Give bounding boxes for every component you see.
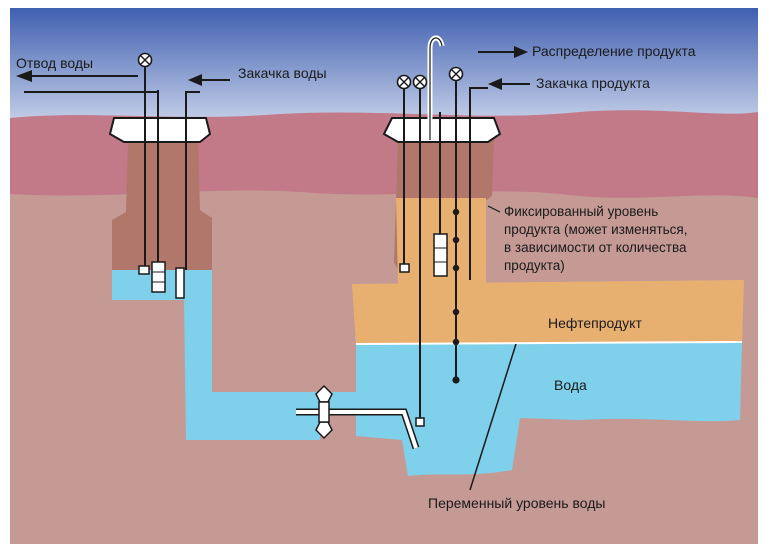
variable-level-leader — [469, 343, 517, 491]
left-pump — [151, 261, 166, 293]
right-valve-1-icon — [396, 74, 412, 90]
right-well-cap — [382, 117, 502, 143]
label-fixed-level-3: в зависимости от количества — [504, 240, 687, 255]
left-intake — [175, 267, 185, 299]
right-valve-3-icon — [448, 66, 464, 82]
product-distribution-arrow-icon — [478, 46, 528, 58]
label-water-outlet: Отвод воды — [16, 55, 93, 71]
sky — [10, 8, 758, 126]
fixed-level-leader — [487, 205, 501, 213]
water-tunnel — [112, 270, 320, 440]
label-fixed-level-4: продукта) — [504, 258, 565, 273]
gate-valve-icon — [315, 384, 333, 440]
right-pump-small — [399, 263, 410, 273]
left-pump-small — [138, 265, 150, 275]
water-intake-bottom — [415, 417, 425, 427]
label-variable-water-level: Переменный уровень воды — [428, 495, 605, 511]
left-well-pipes — [144, 66, 200, 270]
left-well-cap — [108, 117, 212, 143]
water-outlet-arrow-icon — [16, 70, 138, 82]
cavern-water — [320, 342, 742, 476]
product-injection-arrow-icon — [488, 78, 530, 90]
water-injection-arrow-icon — [188, 74, 230, 86]
right-valve-2-icon — [412, 74, 428, 90]
left-valve-icon — [137, 52, 153, 68]
label-oil-product: Нефтепродукт — [548, 315, 642, 331]
label-fixed-level-2: продукта (может изменяться, — [504, 222, 687, 237]
left-shaft-water — [112, 270, 185, 300]
label-product-distribution: Распределение продукта — [532, 43, 696, 59]
label-fixed-level-1: Фиксированный уровень — [504, 204, 658, 219]
label-product-injection: Закачка продукта — [536, 75, 650, 91]
label-water-injection: Закачка воды — [238, 65, 327, 81]
cavern-product — [352, 280, 744, 344]
label-water: Вода — [554, 377, 587, 393]
hook-pipe — [429, 37, 443, 140]
level-sensor-dots — [452, 208, 460, 384]
right-well-pipes — [403, 76, 488, 420]
right-pump — [433, 233, 448, 277]
transfer-pipe — [296, 408, 420, 450]
